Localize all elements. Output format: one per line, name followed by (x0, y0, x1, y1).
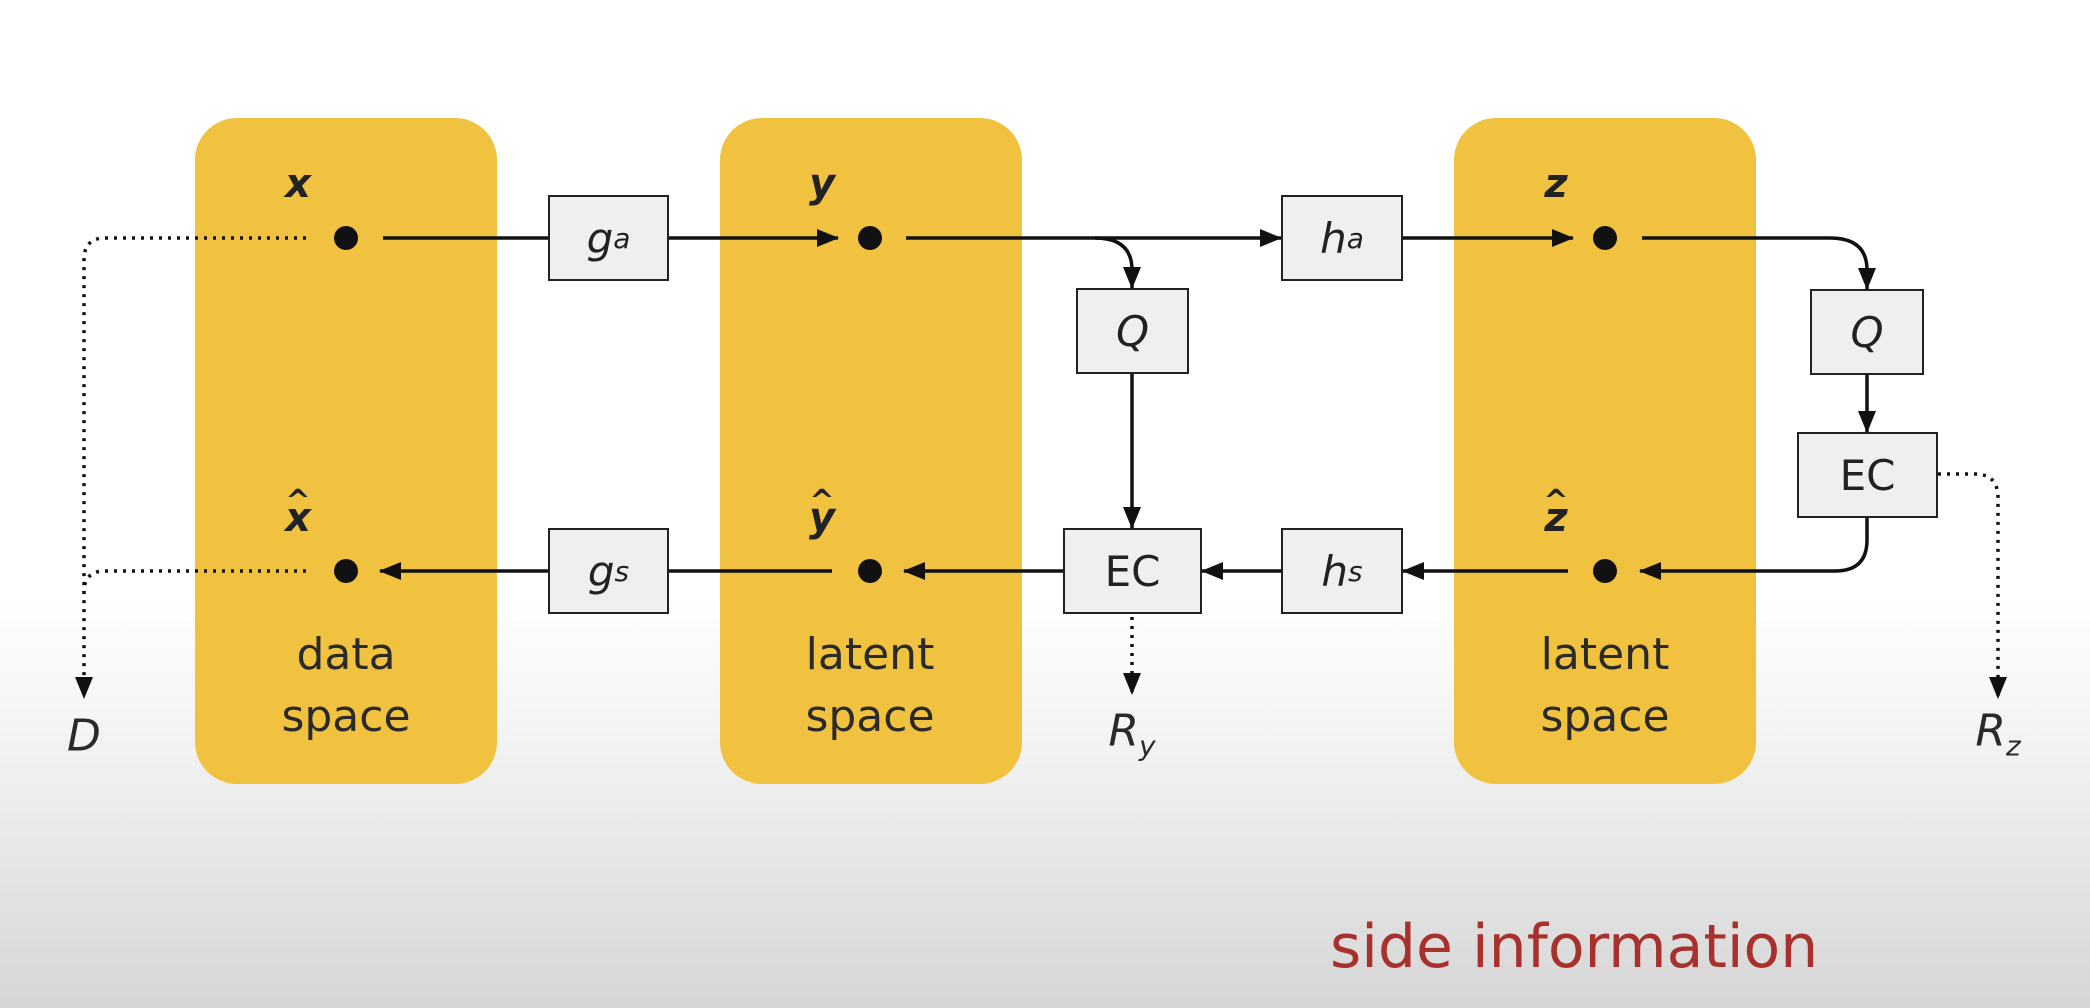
z-node (1593, 226, 1617, 250)
latent-space-y-label: latent space (740, 624, 1000, 748)
quantizer-q1-box: Q (1076, 288, 1189, 374)
y-node (858, 226, 882, 250)
z-to-q2-arrow (1642, 236, 1876, 290)
rate-y-base: R (1108, 705, 1139, 757)
label-y: y (808, 161, 836, 207)
x-hat-node (334, 559, 358, 583)
ec2-to-z-hat-arrow (1639, 517, 1869, 580)
gs-base: g (587, 546, 615, 596)
hs-base: h (1321, 546, 1349, 596)
latent-space-z-label-line1: latent (1540, 629, 1670, 680)
hat-mark: ^ (285, 484, 311, 519)
x-hat-letter: x (285, 495, 311, 541)
latent-space-y-label-line1: latent (805, 629, 935, 680)
label-z: z (1544, 161, 1568, 207)
hat-mark: ^ (809, 484, 835, 519)
rate-y-label: Ry (1108, 706, 1155, 763)
latent-space-z-label-line2: space (1540, 691, 1670, 742)
q2-text: Q (1850, 307, 1884, 357)
x-to-distortion-dotted (75, 236, 306, 699)
latent-space-y-label-line2: space (805, 691, 935, 742)
y-hat-letter: y (808, 495, 836, 541)
rate-y-sub: y (1139, 729, 1156, 763)
entropy-coder-ec2-box: EC (1797, 432, 1938, 518)
entropy-coder-ec1-box: EC (1063, 528, 1202, 614)
data-space-label-line1: data (296, 629, 396, 680)
rate-z-label: Rz (1975, 706, 2020, 763)
y-to-q1-arrow (1094, 236, 1141, 289)
label-y-hat: ^ y (808, 484, 836, 541)
ec2-text: EC (1839, 450, 1896, 500)
ga-sub: a (613, 221, 631, 255)
data-space-label-line2: space (281, 691, 411, 742)
data-space-label: data space (216, 624, 476, 748)
y-hat-node (858, 559, 882, 583)
hs-sub: s (1348, 554, 1363, 588)
ec2-to-rate-z-dotted (1938, 472, 2007, 699)
ha-base: h (1320, 213, 1347, 263)
quantizer-q2-box: Q (1810, 289, 1924, 375)
label-x: x (285, 161, 311, 207)
x-node (334, 226, 358, 250)
gs-sub: s (614, 554, 630, 588)
label-x-hat: ^ x (285, 484, 311, 541)
x-hat-to-distortion-dotted (82, 569, 306, 593)
distortion-label: D (67, 710, 101, 762)
latent-space-z-label: latent space (1475, 624, 1735, 748)
q1-text: Q (1115, 306, 1150, 356)
z-hat-letter: z (1544, 495, 1568, 541)
rate-z-sub: z (2005, 729, 2021, 763)
side-information-caption: side information (1330, 912, 1819, 982)
z-hat-node (1593, 559, 1617, 583)
ec1-text: EC (1104, 546, 1161, 596)
ha-sub: a (1346, 221, 1364, 255)
ga-base: g (586, 213, 614, 263)
rate-z-base: R (1975, 705, 2006, 757)
label-z-hat: ^ z (1543, 484, 1568, 541)
hat-mark: ^ (1543, 484, 1569, 519)
